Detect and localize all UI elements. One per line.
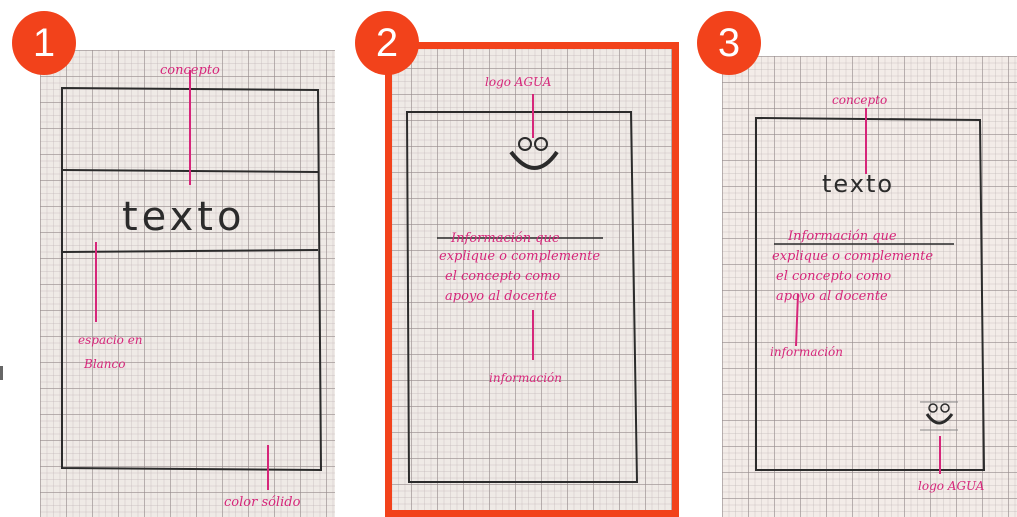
label-informacion: información xyxy=(489,371,562,385)
label-concepto: concepto xyxy=(160,63,220,78)
sketch-drawing-1: concepto texto espacio en Blanco color s… xyxy=(61,63,323,510)
card-outline xyxy=(405,111,639,483)
info-line-2: explique o complemente xyxy=(772,249,933,264)
label-informacion: información xyxy=(770,345,843,359)
big-text: texto xyxy=(822,170,894,198)
step-badge-3: 3 xyxy=(697,11,761,75)
label-concepto: concepto xyxy=(832,93,887,107)
divider-line xyxy=(61,249,319,253)
sketch-drawing-2: logo AGUA Información que explique o com… xyxy=(405,75,639,483)
label-espacio-2: Blanco xyxy=(83,357,125,371)
info-line-4: apoyo al docente xyxy=(776,289,888,304)
info-line-2: explique o complemente xyxy=(439,249,600,264)
info-line-3: el concepto como xyxy=(776,269,891,284)
info-line-1: Información que xyxy=(787,229,897,244)
leader-line xyxy=(795,293,799,347)
sketch-drawing-3: concepto texto Información que explique … xyxy=(755,93,986,493)
label-espacio-1: espacio en xyxy=(78,333,143,347)
info-line-3: el concepto como xyxy=(445,269,560,284)
big-text: texto xyxy=(122,194,245,240)
sketch-photo-3: concepto texto Información que explique … xyxy=(722,56,1017,517)
label-color-solido: color sólido xyxy=(224,495,301,510)
step-badge-1: 1 xyxy=(12,11,76,75)
sketch-photo-2: logo AGUA Información que explique o com… xyxy=(385,42,679,517)
card-outline xyxy=(755,116,986,471)
step-badge-2: 2 xyxy=(355,11,419,75)
info-line-1: Información que xyxy=(450,231,560,246)
card-outline xyxy=(61,86,323,472)
label-logo-agua: logo AGUA xyxy=(918,479,985,493)
sketch-photo-1: concepto texto espacio en Blanco color s… xyxy=(40,50,335,517)
edge-mark xyxy=(0,366,3,380)
smiley-logo-icon xyxy=(509,137,559,170)
smiley-logo-icon xyxy=(920,401,958,431)
label-logo-agua: logo AGUA xyxy=(485,75,552,89)
info-line-4: apoyo al docente xyxy=(445,289,557,304)
